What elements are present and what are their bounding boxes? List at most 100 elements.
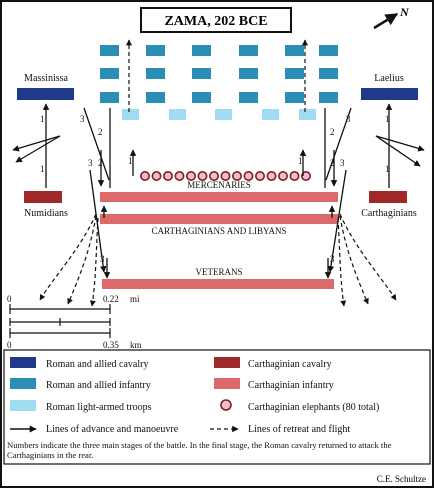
scale-mi-end: 0.22 xyxy=(103,294,119,304)
elephant-marker xyxy=(209,171,220,182)
roman-infantry-block xyxy=(319,92,338,103)
legend-retreat: Lines of retreat and flight xyxy=(248,424,350,435)
roman-light-troop-block xyxy=(215,109,232,120)
stage-number: 3 xyxy=(88,158,93,168)
roman-infantry-block xyxy=(239,68,258,79)
mercenaries-line xyxy=(100,192,338,202)
label-carthaginians-libyans: CARTHAGINIANS AND LIBYANS xyxy=(152,226,287,236)
roman-infantry-block xyxy=(319,45,338,56)
carthaginians-libyans-line xyxy=(100,214,338,224)
scale-mi-unit: mi xyxy=(130,294,140,304)
stage-numbers: 1 1 3 3 2 2 1 1 1 3 3 2 2 1 3 3 xyxy=(40,114,390,264)
elephant-marker xyxy=(266,171,277,182)
stage-number: 3 xyxy=(340,158,345,168)
roman-infantry-units xyxy=(100,45,338,103)
elephant-marker xyxy=(289,171,300,182)
roman-infantry-block xyxy=(285,92,304,103)
scale-bar xyxy=(9,304,111,338)
stage-number: 1 xyxy=(40,114,45,124)
roman-light-troop-block xyxy=(299,109,316,120)
stage-number: 2 xyxy=(98,158,103,168)
roman-infantry-block xyxy=(100,92,119,103)
scale-mi-start: 0 xyxy=(7,294,12,304)
roman-infantry-block xyxy=(285,45,304,56)
roman-cavalry-left xyxy=(17,88,74,100)
stage-number: 1 xyxy=(385,164,390,174)
roman-infantry-block xyxy=(100,68,119,79)
legend-swatch-roman-infantry xyxy=(10,378,36,389)
elephant-marker xyxy=(243,171,254,182)
legend-swatch-roman-cavalry xyxy=(10,357,36,368)
label-laelius: Laelius xyxy=(374,73,404,84)
stage-number: 1 xyxy=(385,114,390,124)
label-carthaginians-cavalry: Carthaginians xyxy=(361,208,417,219)
stage-number: 3 xyxy=(330,254,335,264)
roman-infantry-block xyxy=(239,92,258,103)
roman-cavalry-right xyxy=(361,88,418,100)
advance-arrows xyxy=(12,103,425,279)
roman-infantry-block xyxy=(239,45,258,56)
roman-infantry-block xyxy=(192,68,211,79)
legend-roman-light: Roman light-armed troops xyxy=(46,402,152,413)
elephant-row xyxy=(140,171,311,182)
label-massinissa: Massinissa xyxy=(24,73,68,84)
roman-infantry-block xyxy=(192,45,211,56)
stage-number: 2 xyxy=(98,127,103,137)
north-arrow-icon: N xyxy=(373,5,410,30)
roman-infantry-block xyxy=(192,92,211,103)
elephant-marker xyxy=(220,171,231,182)
label-numidians: Numidians xyxy=(24,208,68,219)
elephant-marker xyxy=(140,171,151,182)
retreat-arrows xyxy=(39,39,397,307)
stage-number: 1 xyxy=(128,156,133,166)
legend-carthaginian-infantry: Carthaginian infantry xyxy=(248,380,334,391)
legend-swatch-roman-light xyxy=(10,400,36,411)
stage-number: 1 xyxy=(298,156,303,166)
elephant-marker xyxy=(151,171,162,182)
legend-roman-cavalry: Roman and allied cavalry xyxy=(46,359,148,370)
note-container: Numbers indicate the three main stages o… xyxy=(7,440,392,460)
stage-number: 3 xyxy=(346,114,351,124)
elephant-marker xyxy=(277,171,288,182)
roman-light-troops xyxy=(122,109,316,120)
roman-infantry-block xyxy=(319,68,338,79)
scale-km-unit: km xyxy=(130,340,142,350)
legend-box xyxy=(3,349,431,465)
elephant-marker xyxy=(163,171,174,182)
scale-km-end: 0.35 xyxy=(103,340,119,350)
roman-infantry-block xyxy=(100,45,119,56)
legend-advance: Lines of advance and manoeuvre xyxy=(46,424,179,435)
veterans-line xyxy=(102,279,334,289)
stage-number: 2 xyxy=(330,158,335,168)
elephant-marker xyxy=(300,171,311,182)
carthaginian-cavalry-right xyxy=(369,191,407,203)
title-box xyxy=(140,7,292,33)
legend-elephant-icon xyxy=(220,399,232,411)
map-title: ZAMA, 202 BCE xyxy=(164,14,267,29)
credit: C.E. Schultze xyxy=(377,474,426,484)
roman-infantry-block xyxy=(146,92,165,103)
elephant-marker xyxy=(174,171,185,182)
roman-light-troop-block xyxy=(122,109,139,120)
stage-number: 2 xyxy=(330,127,335,137)
stage-number: 3 xyxy=(80,114,85,124)
roman-infantry-block xyxy=(146,68,165,79)
carthaginian-cavalry-left xyxy=(24,191,62,203)
legend-carthaginian-cavalry: Carthaginian cavalry xyxy=(248,359,332,370)
legend-elephants: Carthaginian elephants (80 total) xyxy=(248,402,379,413)
compass-label: N xyxy=(399,5,410,19)
roman-infantry-block xyxy=(146,45,165,56)
stage-number: 3 xyxy=(100,254,105,264)
legend-note: Numbers indicate the three main stages o… xyxy=(7,440,392,460)
roman-light-troop-block xyxy=(169,109,186,120)
legend-swatch-carthaginian-cavalry xyxy=(214,357,240,368)
elephant-marker xyxy=(186,171,197,182)
roman-light-troop-block xyxy=(262,109,279,120)
scale-km-start: 0 xyxy=(7,340,12,350)
label-mercenaries: MERCENARIES xyxy=(187,180,251,190)
elephant-marker xyxy=(197,171,208,182)
stage-number: 1 xyxy=(40,164,45,174)
elephant-marker xyxy=(232,171,243,182)
legend-roman-infantry: Roman and allied infantry xyxy=(46,380,151,391)
